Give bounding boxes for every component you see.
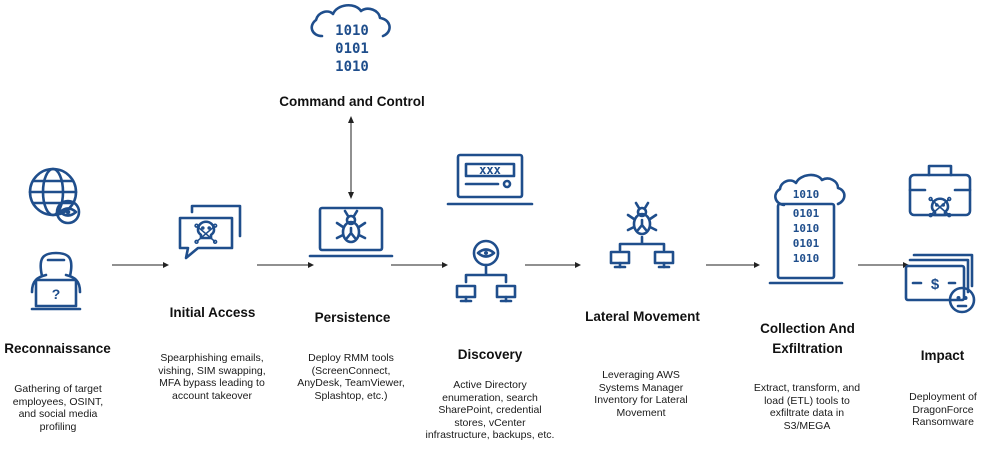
stage-desc-collection: Extract, transform, and load (ETL) tools… — [753, 382, 861, 432]
binary-row: 0101 — [793, 237, 820, 250]
arrowhead — [575, 262, 581, 268]
stage-desc-persistence: Deploy RMM tools (ScreenConnect, AnyDesk… — [297, 352, 405, 402]
arrowhead — [308, 262, 314, 268]
arrowhead — [903, 262, 909, 268]
binary-row: 1010 — [793, 222, 820, 235]
arrowhead — [163, 262, 169, 268]
binary-row: 0101 — [335, 41, 369, 57]
stage-desc-initial-access: Spearphishing emails, vishing, SIM swapp… — [158, 352, 266, 402]
stage-desc-discovery: Active Directory enumeration, search Sha… — [425, 379, 555, 442]
binary-row: 1010 — [793, 188, 820, 201]
arrowhead — [754, 262, 760, 268]
stage-title-collection: Collection And Exfiltration — [760, 321, 855, 356]
code-field-text: xxx — [479, 163, 501, 177]
chat-skull-icon — [178, 204, 242, 260]
stage-desc-reconnaissance: Gathering of target employees, OSINT, an… — [12, 383, 104, 433]
stage-title-initial-access: Initial Access — [169, 305, 256, 320]
binary-row: 1010 — [335, 59, 369, 75]
connector-arrows — [112, 116, 909, 268]
stage-desc-lateral-movement: Leveraging AWS Systems Manager Inventory… — [594, 369, 688, 419]
binary-row: 1010 — [793, 252, 820, 265]
stage-title-command-and-control: Command and Control — [279, 94, 425, 109]
briefcase-skull-icon — [908, 164, 972, 218]
binary-row: 1010 — [335, 23, 369, 39]
stage-title-reconnaissance: Reconnaissance — [4, 341, 111, 356]
stage-title-persistence: Persistence — [314, 310, 391, 325]
arrowhead — [348, 116, 354, 123]
laptop-credentials-icon: xxx — [446, 153, 534, 206]
arrowhead — [442, 262, 448, 268]
cloud-laptop-binary-icon: 1010 0101 1010 0101 1010 — [768, 173, 846, 285]
network-bug-icon — [609, 201, 675, 269]
network-eye-icon — [455, 239, 517, 303]
laptop-bug-icon — [308, 206, 394, 258]
hacker-laptop-icon: ? — [30, 251, 82, 311]
stage-desc-impact: Deployment of DragonForce Ransomware — [909, 391, 977, 429]
stage-title-discovery: Discovery — [457, 347, 523, 362]
svg-text:?: ? — [52, 286, 61, 302]
cloud-binary-icon: 1010 0101 1010 — [310, 4, 391, 75]
svg-text:$: $ — [931, 276, 940, 293]
stage-title-impact: Impact — [920, 348, 965, 363]
arrowhead — [348, 192, 354, 199]
globe-eye-icon — [28, 167, 81, 225]
stage-title-lateral-movement: Lateral Movement — [585, 309, 700, 324]
binary-row: 0101 — [793, 207, 820, 220]
money-skull-icon: $ — [904, 253, 976, 314]
